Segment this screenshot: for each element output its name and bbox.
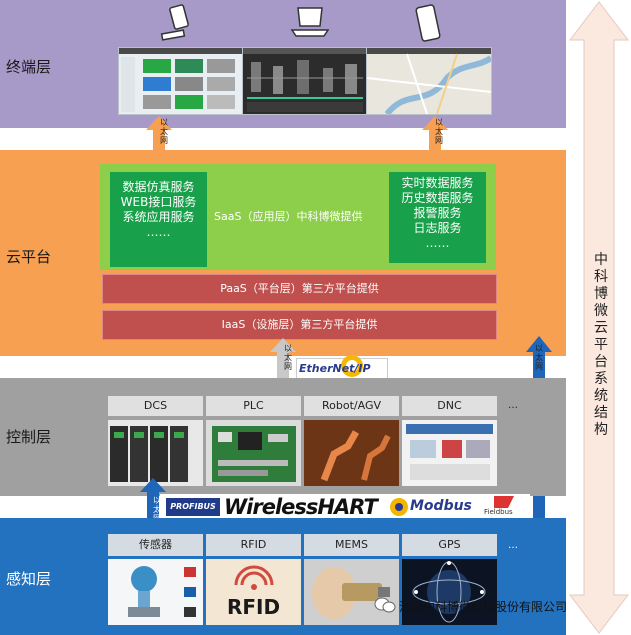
laptop-icon — [290, 7, 330, 37]
service-item: …… — [425, 236, 450, 250]
control-more: … — [508, 400, 518, 411]
ethernet-ip-text: EtherNet/IP — [299, 362, 371, 375]
ethernet-label: 以太网 — [535, 344, 543, 371]
ethernet-label: 以太网 — [435, 118, 443, 145]
sensing-header-gps: GPS — [402, 534, 497, 556]
saas-label: SaaS（应用层）中科博微提供 — [214, 210, 363, 223]
service-item: 系统应用服务 — [122, 210, 195, 224]
wechat-icon — [374, 597, 396, 613]
system-structure-arrow — [568, 1, 630, 634]
up-arrow-right-icon — [422, 116, 448, 156]
sensing-header-sensor: 传感器 — [108, 534, 203, 556]
system-structure-label: 中科博微云平台系统结构 — [594, 252, 608, 438]
wirelesshart-logo: WirelessHART — [224, 495, 378, 519]
modbus-text: Modbus — [410, 498, 472, 514]
rfid-image: RFID — [206, 559, 301, 625]
control-header-plc: PLC — [206, 396, 301, 416]
service-item: 实时数据服务 — [401, 176, 474, 190]
terminal-layer-title: 终端层 — [6, 58, 52, 76]
up-arrow-fieldbus-icon — [140, 478, 166, 524]
terminal-screenshot-map — [366, 47, 492, 115]
ethernet-label: 以太网 — [160, 118, 168, 145]
dnc-image — [402, 420, 497, 486]
iaas-bar: IaaS（设施层）第三方平台提供 — [102, 310, 497, 340]
sensing-header-rfid: RFID — [206, 534, 301, 556]
ethernet-ip-logo: EtherNet/IP — [296, 355, 388, 380]
rfid-logo-text: RFID — [226, 595, 281, 619]
saas-services-left: 数据仿真服务 WEB接口服务 系统应用服务 …… — [110, 172, 207, 267]
cloud-layer-title: 云平台 — [6, 248, 52, 266]
dcs-image — [108, 420, 203, 486]
control-header-dnc: DNC — [402, 396, 497, 416]
desktop-icon — [160, 4, 189, 41]
profibus-logo: PROFIBUS — [166, 498, 220, 516]
control-header-dcs: DCS — [108, 396, 203, 416]
service-item: 日志服务 — [413, 221, 462, 235]
up-arrow-left-icon — [146, 116, 172, 156]
service-item: WEB接口服务 — [120, 195, 197, 209]
company-watermark: 沈阳中科博微科技股份有限公司 — [399, 600, 568, 614]
terminal-screenshot-dashboard — [118, 47, 244, 115]
ethernet-label: 以太网 — [284, 344, 292, 371]
sensing-header-mems: MEMS — [304, 534, 399, 556]
service-item: …… — [146, 225, 171, 239]
modbus-logo: Modbus — [388, 496, 480, 518]
sensor-image — [108, 559, 203, 625]
paas-bar: PaaS（平台层）第三方平台提供 — [102, 274, 497, 304]
fieldbus-logo: Fieldbus — [482, 496, 526, 518]
fieldbus-text: Fieldbus — [484, 508, 513, 516]
tablet-icon — [415, 4, 441, 42]
service-item: 数据仿真服务 — [122, 180, 195, 194]
control-header-robot: Robot/AGV — [304, 396, 399, 416]
service-item: 报警服务 — [413, 206, 462, 220]
sensing-layer-title: 感知层 — [6, 570, 52, 588]
sensing-more: … — [508, 540, 518, 551]
plc-image — [206, 420, 301, 486]
robot-agv-image — [304, 420, 399, 486]
gps-image — [402, 559, 497, 625]
saas-services-right: 实时数据服务 历史数据服务 报警服务 日志服务 …… — [389, 172, 486, 263]
protocol-logos: PROFIBUS WirelessHART Modbus Fieldbus — [160, 494, 530, 520]
service-item: 历史数据服务 — [401, 191, 474, 205]
mems-image — [304, 559, 399, 625]
control-layer-title: 控制层 — [6, 428, 52, 446]
terminal-screenshot-process — [242, 47, 368, 115]
up-arrow-ethernet-icon — [270, 338, 296, 382]
